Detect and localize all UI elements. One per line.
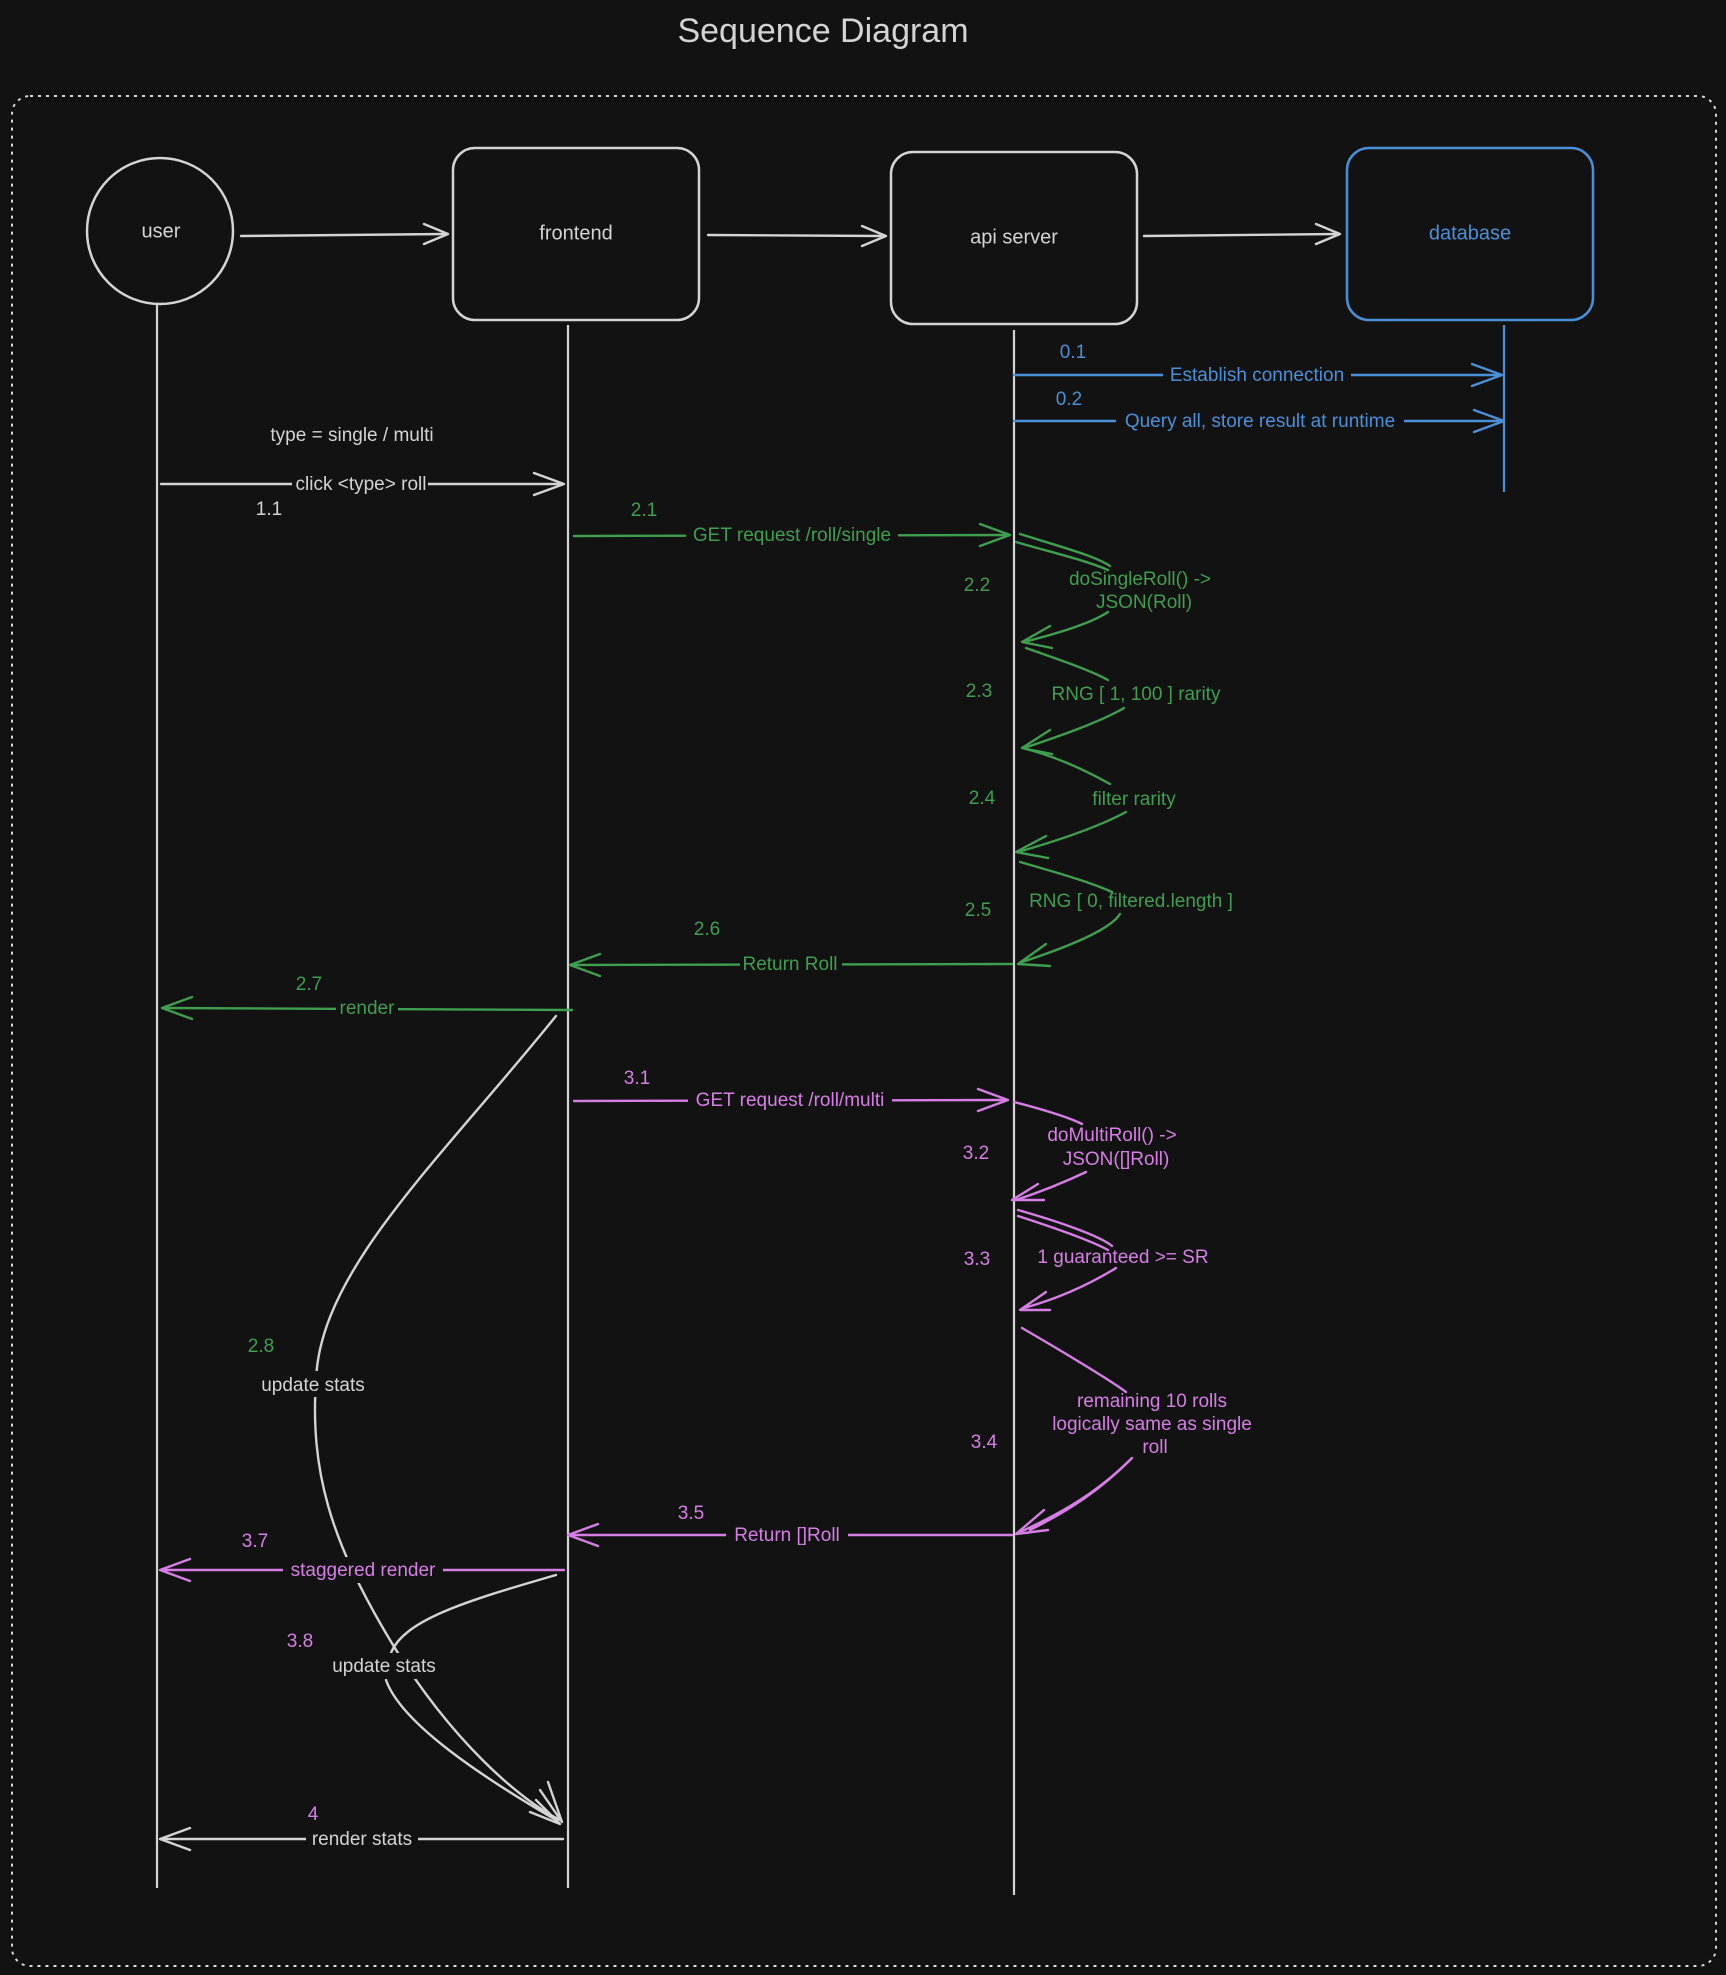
participant-database: database bbox=[1345, 146, 1595, 322]
message-2-6: Return Roll 2.6 bbox=[568, 919, 1014, 978]
participant-user: user bbox=[85, 156, 235, 306]
message-3-8: update stats 3.8 bbox=[287, 1573, 562, 1826]
message-2-8-number: 2.8 bbox=[248, 1336, 274, 1357]
message-3-2-label-line2: JSON([]Roll) bbox=[1063, 1149, 1170, 1170]
message-1-1: click <type> roll 1.1 bbox=[159, 471, 566, 520]
message-2-5-label: RNG [ 0, filtered.length ] bbox=[1029, 891, 1233, 912]
participant-user-label: user bbox=[142, 220, 181, 242]
message-3-2-label-line1: doMultiRoll() -> bbox=[1047, 1125, 1176, 1146]
message-2-7-label: render bbox=[340, 998, 396, 1019]
message-3-3-label: 1 guaranteed >= SR bbox=[1037, 1247, 1208, 1268]
message-2-1-label: GET request /roll/single bbox=[693, 525, 891, 546]
message-2-7-number: 2.7 bbox=[296, 974, 322, 995]
message-2-1-number: 2.1 bbox=[631, 500, 657, 521]
message-3-1-number: 3.1 bbox=[624, 1068, 650, 1089]
message-3-5: Return []Roll 3.5 bbox=[566, 1503, 1014, 1548]
message-3-4-label-line1: remaining 10 rolls bbox=[1077, 1391, 1227, 1412]
message-2-6-number: 2.6 bbox=[694, 919, 720, 940]
message-3-5-number: 3.5 bbox=[678, 1503, 704, 1524]
message-0-1-number: 0.1 bbox=[1060, 342, 1086, 363]
message-3-8-number: 3.8 bbox=[287, 1631, 313, 1652]
message-3-2: doMultiRoll() -> JSON([]Roll) 3.2 bbox=[963, 1100, 1177, 1202]
message-0-1-label: Establish connection bbox=[1170, 365, 1344, 386]
message-3-3-number: 3.3 bbox=[964, 1249, 990, 1270]
message-0-1: Establish connection 0.1 bbox=[1012, 342, 1504, 388]
message-2-1: GET request /roll/single 2.1 bbox=[572, 500, 1012, 548]
message-3-4: remaining 10 rolls logically same as sin… bbox=[971, 1326, 1252, 1536]
message-3-5-label: Return []Roll bbox=[734, 1525, 840, 1546]
message-3-4-number: 3.4 bbox=[971, 1432, 998, 1453]
connector-user-frontend bbox=[239, 222, 450, 246]
message-2-8: update stats 2.8 bbox=[248, 1014, 564, 1824]
message-2-4-label: filter rarity bbox=[1092, 789, 1176, 810]
message-3-4-label-line3: roll bbox=[1142, 1437, 1167, 1458]
participant-frontend: frontend bbox=[451, 146, 701, 322]
message-3-1-label: GET request /roll/multi bbox=[696, 1090, 885, 1111]
message-2-3-number: 2.3 bbox=[966, 681, 992, 702]
message-4-number: 4 bbox=[308, 1804, 319, 1825]
message-2-2: doSingleRoll() -> JSON(Roll) 2.2 bbox=[964, 532, 1211, 650]
message-2-3: RNG [ 1, 100 ] rarity 2.3 bbox=[966, 646, 1221, 786]
diagram-title: Sequence Diagram bbox=[677, 12, 968, 50]
participant-database-label: database bbox=[1429, 222, 1511, 244]
message-2-4-number: 2.4 bbox=[969, 788, 996, 809]
message-2-8-label: update stats bbox=[261, 1375, 365, 1396]
message-3-1: GET request /roll/multi 3.1 bbox=[572, 1068, 1010, 1113]
message-2-6-label: Return Roll bbox=[742, 954, 837, 975]
message-2-4: filter rarity 2.4 bbox=[969, 788, 1176, 860]
message-3-4-label-line2: logically same as single bbox=[1052, 1414, 1252, 1435]
message-2-2-label-line2: JSON(Roll) bbox=[1096, 592, 1192, 613]
connector-api-database bbox=[1142, 222, 1342, 246]
message-1-1-number: 1.1 bbox=[256, 499, 282, 520]
connector-frontend-api bbox=[706, 224, 888, 248]
participant-api-server-label: api server bbox=[970, 226, 1058, 248]
note-type: type = single / multi bbox=[270, 425, 433, 446]
message-3-8-label: update stats bbox=[332, 1656, 436, 1677]
message-2-5: RNG [ 0, filtered.length ] 2.5 bbox=[965, 860, 1233, 968]
message-0-2-label: Query all, store result at runtime bbox=[1125, 411, 1395, 432]
message-1-1-label: click <type> roll bbox=[296, 474, 427, 495]
participant-api-server: api server bbox=[889, 150, 1139, 326]
message-3-7-number: 3.7 bbox=[242, 1531, 268, 1552]
participant-frontend-label: frontend bbox=[539, 222, 612, 244]
message-2-7: render 2.7 bbox=[160, 974, 574, 1021]
message-2-3-label: RNG [ 1, 100 ] rarity bbox=[1052, 684, 1221, 705]
message-3-3: 1 guaranteed >= SR 3.3 bbox=[964, 1208, 1209, 1312]
message-3-7: staggered render 3.7 bbox=[158, 1531, 566, 1583]
message-4-label: render stats bbox=[312, 1829, 412, 1850]
message-3-2-number: 3.2 bbox=[963, 1143, 989, 1164]
message-2-5-number: 2.5 bbox=[965, 900, 991, 921]
diagram-frame bbox=[11, 95, 1717, 1967]
message-0-2: Query all, store result at runtime 0.2 bbox=[1012, 389, 1506, 434]
message-4: render stats 4 bbox=[158, 1804, 565, 1852]
message-3-7-label: staggered render bbox=[291, 1560, 436, 1581]
message-2-2-number: 2.2 bbox=[964, 575, 990, 596]
message-2-2-label-line1: doSingleRoll() -> bbox=[1069, 569, 1211, 590]
message-0-2-number: 0.2 bbox=[1056, 389, 1082, 410]
